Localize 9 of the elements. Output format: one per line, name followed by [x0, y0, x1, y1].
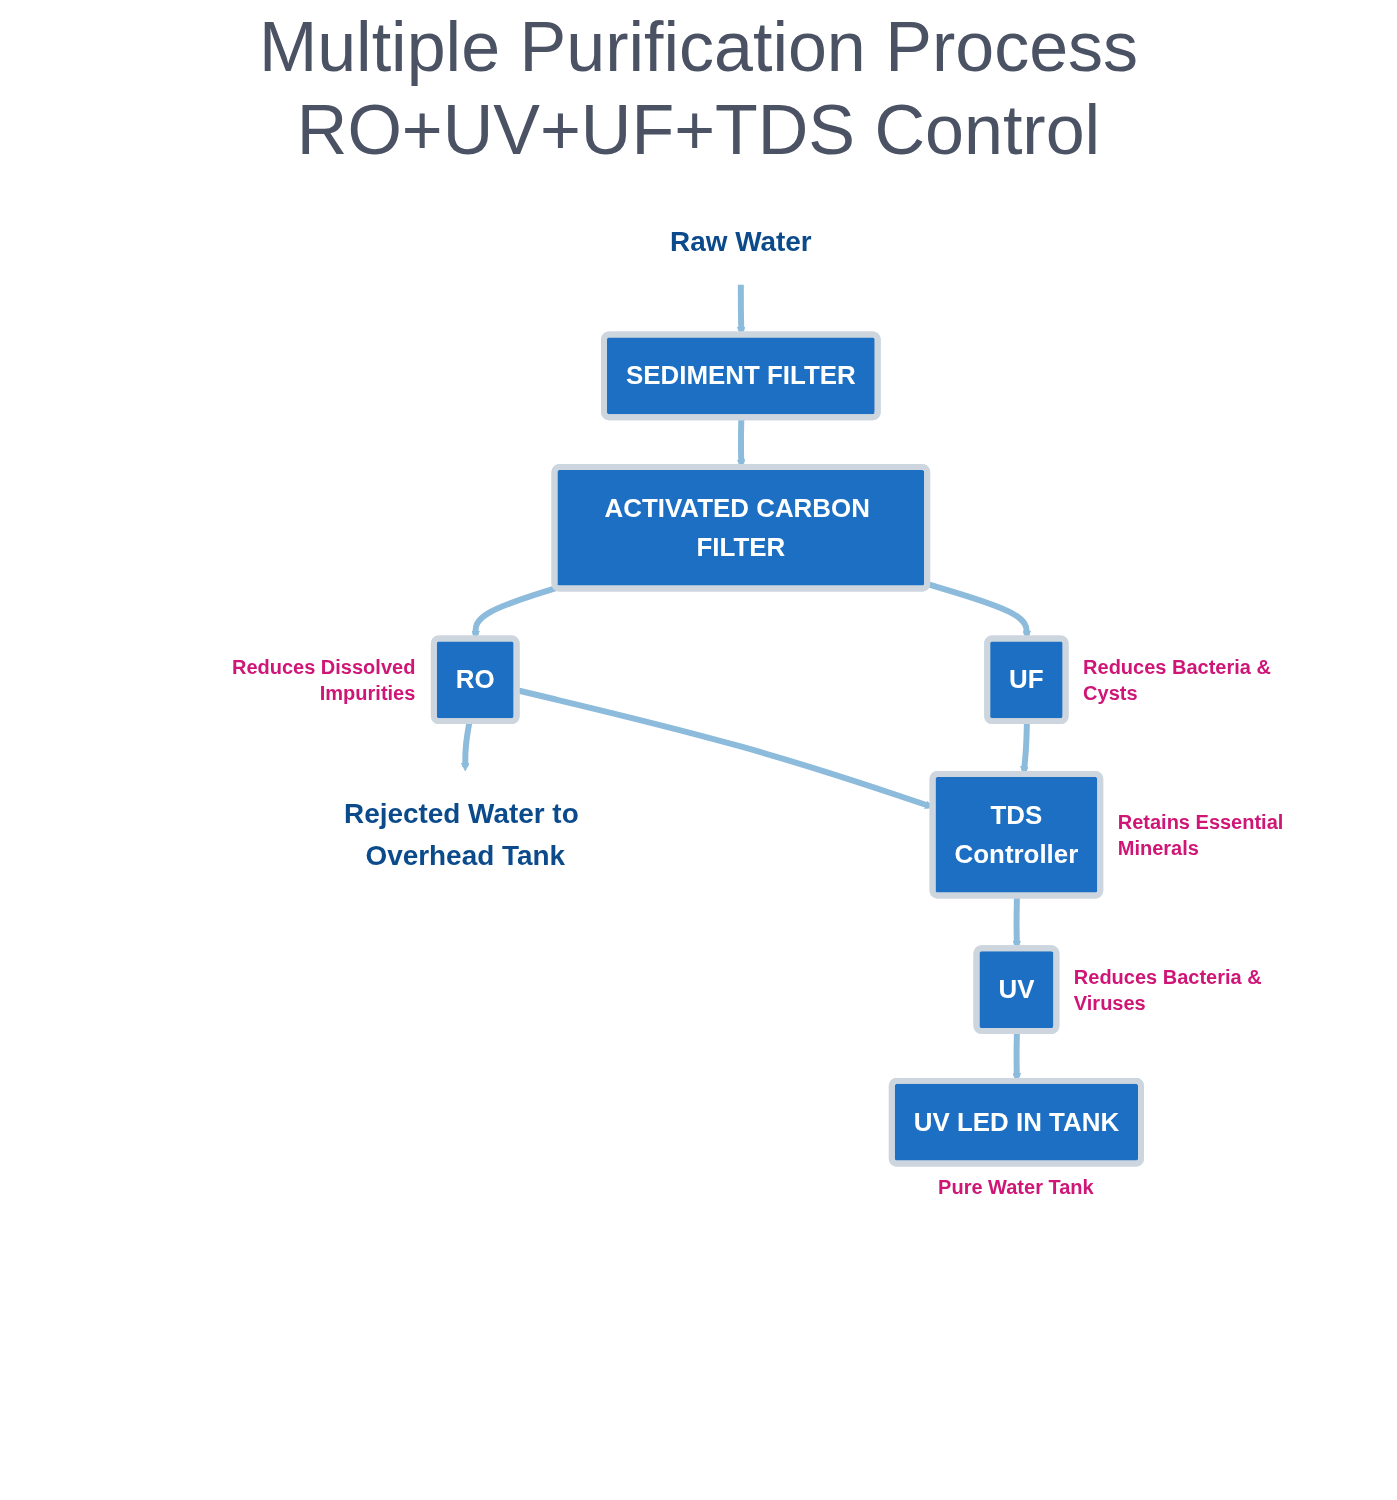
node-caption: Reduces Bacteria & Cysts	[1083, 654, 1272, 706]
diagram-title: Multiple Purification Process RO+UV+UF+TDS Control	[257, 7, 1140, 171]
node-caption: Pure Water Tank	[937, 1174, 1095, 1200]
node-text: Rejected Water to Overhead Tank	[343, 798, 579, 871]
node-caption: Reduces Bacteria & Viruses	[1073, 964, 1263, 1016]
arrow	[460, 721, 472, 772]
node-caption: Reduces Dissolved Impurities	[230, 654, 416, 706]
node-text: Raw Water	[669, 226, 812, 257]
node-caption: Retains Essential Minerals	[1117, 809, 1285, 861]
